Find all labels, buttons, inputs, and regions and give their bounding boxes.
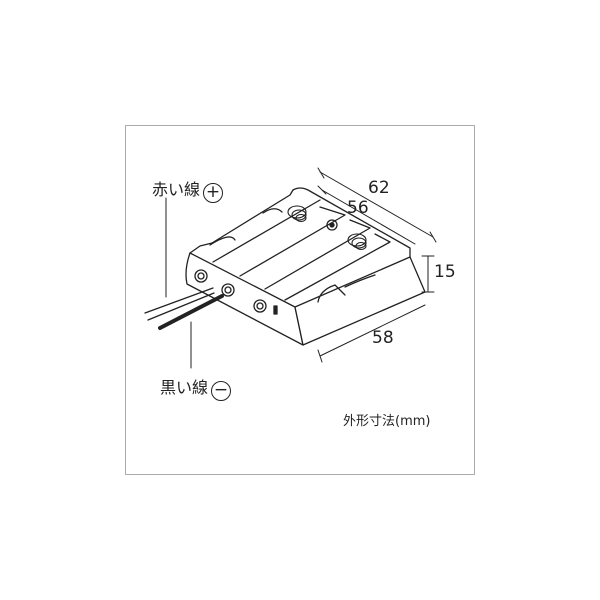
spring-icon <box>347 233 367 251</box>
dimension-height: 15 <box>434 262 456 282</box>
red-wire-label: 赤い線+ <box>152 176 224 203</box>
dimension-lines <box>317 167 437 363</box>
front-face <box>185 252 304 346</box>
black-wire <box>158 294 224 330</box>
divider-3 <box>264 219 371 290</box>
minus-icon: − <box>211 381 232 401</box>
dimension-outer-width: 62 <box>368 178 390 198</box>
mounting-hole <box>326 219 338 231</box>
clip <box>209 208 283 246</box>
dimension-depth: 58 <box>372 328 394 348</box>
caption: 外形寸法(mm) <box>343 414 431 429</box>
black-wire-label: 黒い線− <box>160 374 232 401</box>
terminal-holes <box>194 269 278 315</box>
back-wall <box>292 187 411 258</box>
right-face <box>294 256 426 346</box>
divider-2 <box>239 206 346 277</box>
plus-icon: + <box>203 183 224 203</box>
clip <box>317 274 376 303</box>
red-wire <box>144 287 215 321</box>
spring-icon <box>287 205 307 223</box>
dimension-inner-width: 56 <box>347 198 369 218</box>
divider-4 <box>284 233 391 301</box>
diagram-frame <box>125 125 475 475</box>
